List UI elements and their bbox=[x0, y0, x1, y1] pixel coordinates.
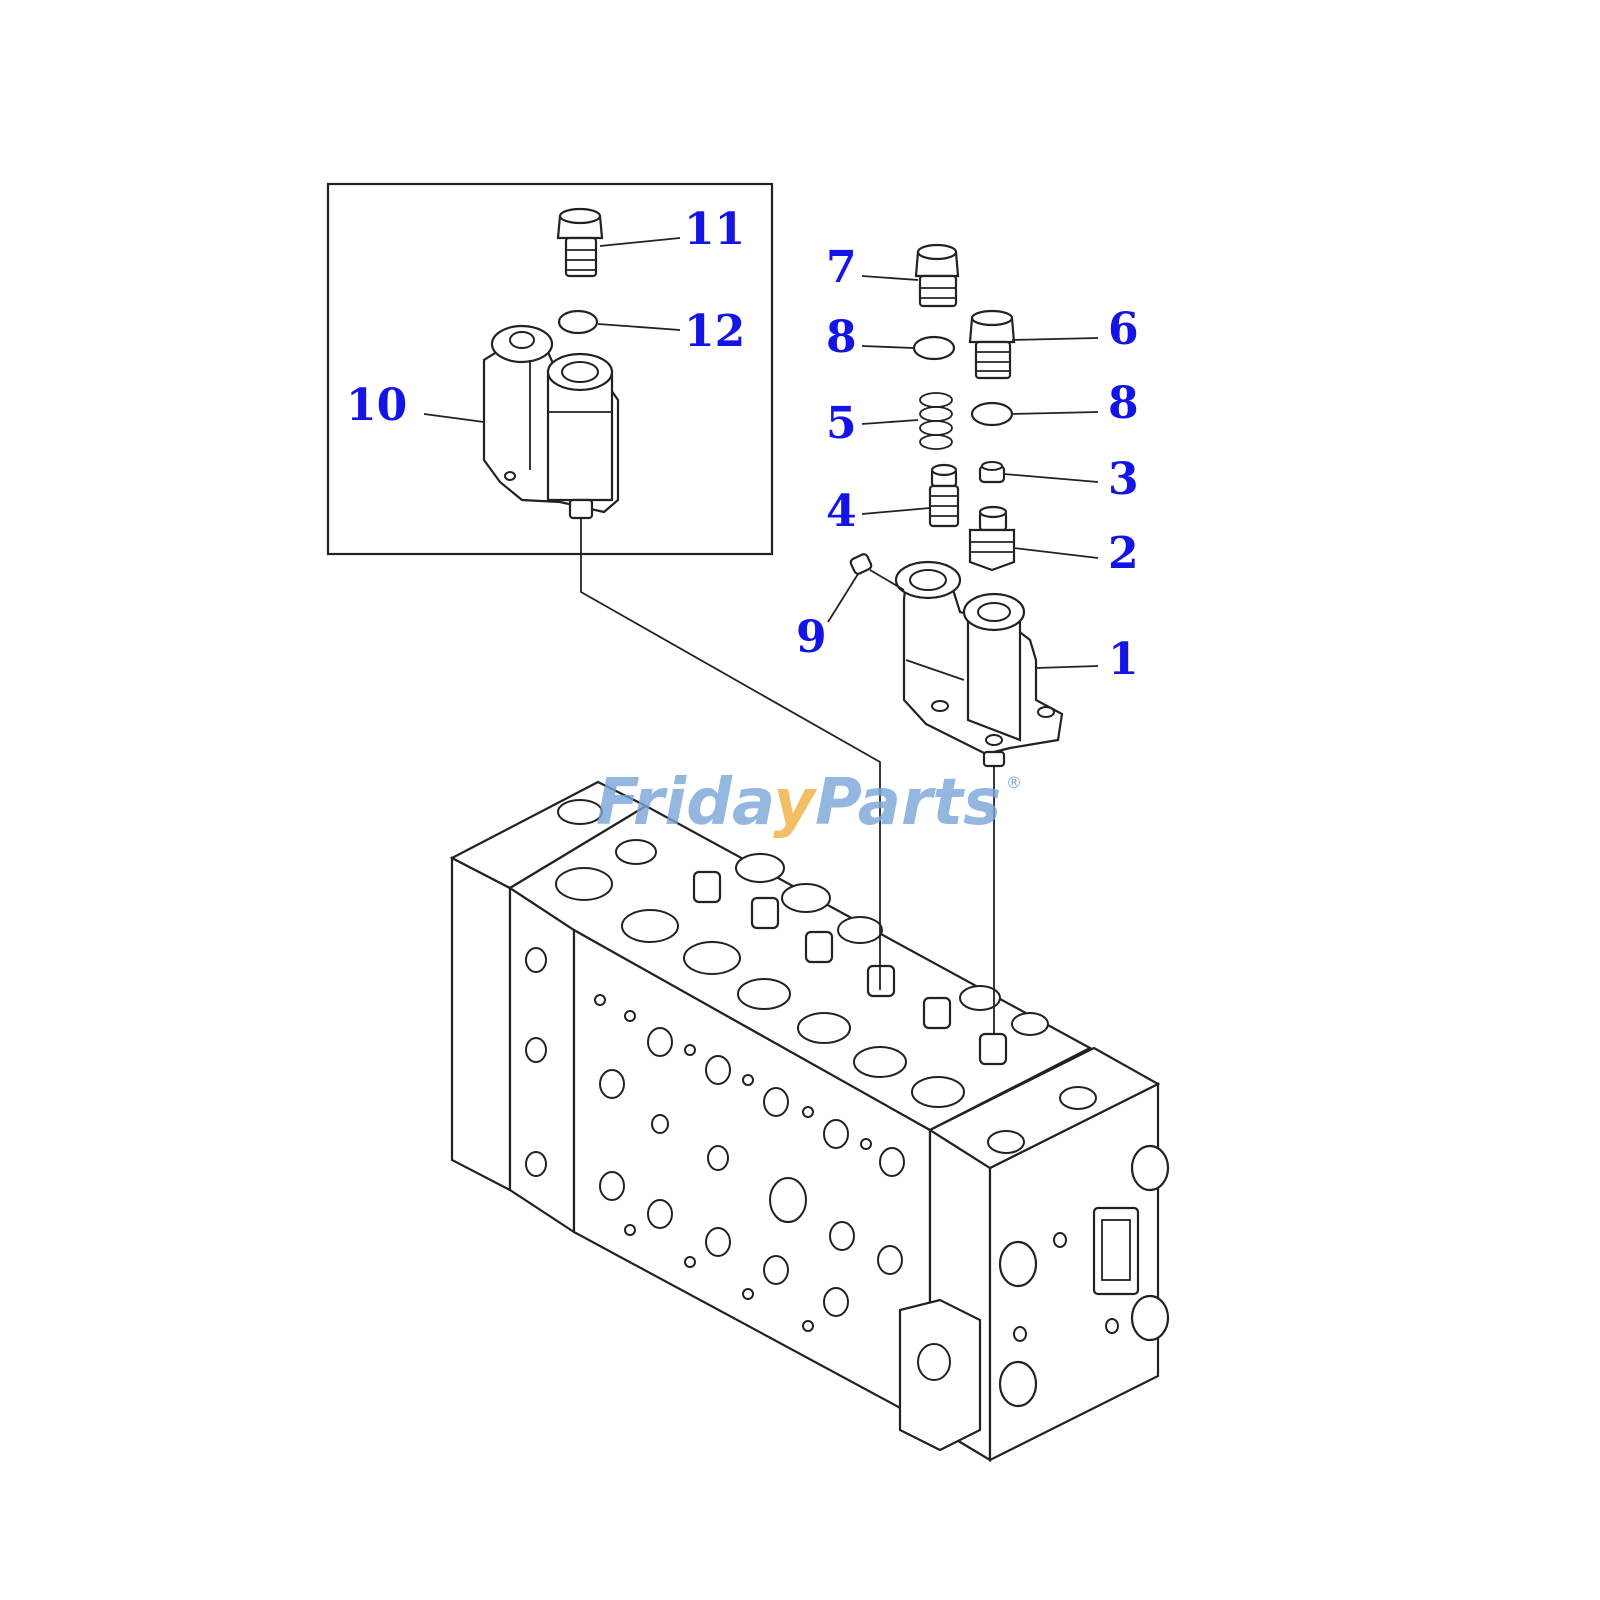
callout-7[interactable]: 7 bbox=[826, 242, 857, 293]
watermark: FridayParts bbox=[596, 766, 1001, 840]
callout-3[interactable]: 3 bbox=[1108, 454, 1139, 505]
leader-lines bbox=[423, 237, 1099, 669]
callout-8-right[interactable]: 8 bbox=[1108, 378, 1139, 429]
part-3-seat[interactable] bbox=[978, 461, 1006, 484]
watermark-part-3: Parts bbox=[815, 766, 1001, 840]
part-10-valve-assembly[interactable] bbox=[482, 324, 620, 520]
watermark-part-1: Frida bbox=[596, 766, 773, 840]
part-1-valve-body[interactable] bbox=[894, 560, 1064, 768]
callout-8-left[interactable]: 8 bbox=[826, 312, 857, 363]
callout-10[interactable]: 10 bbox=[346, 380, 407, 431]
callout-11[interactable]: 11 bbox=[684, 204, 745, 255]
part-5-spring[interactable] bbox=[919, 392, 953, 450]
part-4-poppet[interactable] bbox=[928, 463, 960, 528]
watermark-registered: ® bbox=[1006, 773, 1022, 792]
assembly-line-part-10 bbox=[580, 518, 881, 990]
part-9-plug[interactable] bbox=[849, 553, 873, 575]
part-7-plug[interactable] bbox=[914, 243, 960, 308]
callout-5[interactable]: 5 bbox=[826, 398, 857, 449]
callout-4[interactable]: 4 bbox=[826, 486, 857, 537]
callout-12[interactable]: 12 bbox=[684, 306, 745, 357]
callouts: 11 12 10 7 8 6 8 5 3 4 2 9 1 bbox=[346, 204, 1139, 685]
part-11-plug[interactable] bbox=[556, 207, 604, 278]
callout-6[interactable]: 6 bbox=[1108, 304, 1139, 355]
part-6-plug[interactable] bbox=[968, 309, 1016, 380]
part-8-o-ring-right[interactable] bbox=[970, 401, 1014, 427]
part-8-o-ring-left[interactable] bbox=[912, 335, 956, 361]
callout-9[interactable]: 9 bbox=[796, 612, 827, 663]
main-control-valve-block bbox=[449, 780, 1170, 1462]
inset-frame bbox=[326, 182, 774, 556]
callout-1[interactable]: 1 bbox=[1108, 634, 1139, 685]
watermark-part-2: y bbox=[773, 766, 817, 840]
callout-2[interactable]: 2 bbox=[1108, 528, 1139, 579]
part-12-o-ring[interactable] bbox=[557, 309, 599, 335]
part-2-valve[interactable] bbox=[968, 505, 1016, 572]
